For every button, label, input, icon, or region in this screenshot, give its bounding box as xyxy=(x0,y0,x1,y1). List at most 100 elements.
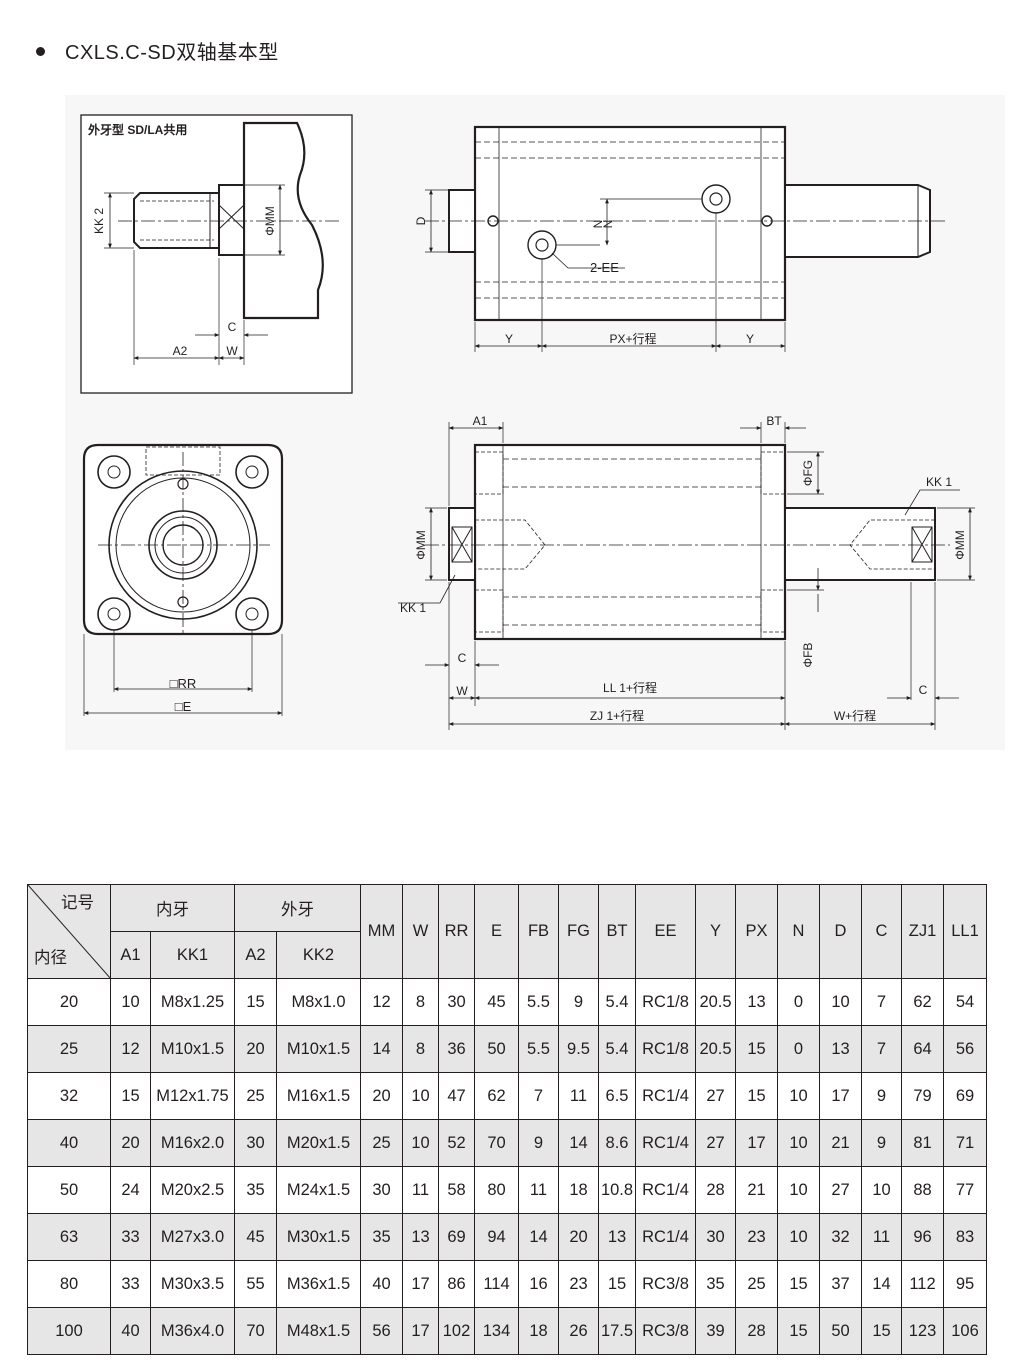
table-cell: 39 xyxy=(695,1307,736,1355)
col-header: ZJ1 xyxy=(901,884,944,979)
c-label-right: C xyxy=(919,683,928,697)
table-cell: 5.4 xyxy=(598,1025,636,1073)
table-cell: 10 xyxy=(402,1119,439,1167)
table-cell: RC1/4 xyxy=(635,1166,696,1214)
spec-table: 记号 内径 内牙 外牙 MM W RR E FB FG BT EE Y PX N… xyxy=(27,884,987,1355)
kk1-label-left: KK 1 xyxy=(400,601,426,615)
table-cell: 10 xyxy=(402,1072,439,1120)
top-view xyxy=(425,125,945,352)
fb-label: ΦFB xyxy=(801,643,815,668)
inset-caption: 外牙型 SD/LA共用 xyxy=(88,122,187,137)
px-label: PX+行程 xyxy=(609,331,656,346)
table-cell: 81 xyxy=(901,1119,944,1167)
corner-header: 记号 内径 xyxy=(27,884,111,979)
table-cell: M10x1.5 xyxy=(276,1025,361,1073)
table-cell: 28 xyxy=(695,1166,736,1214)
table-cell: 15 xyxy=(110,1072,151,1120)
table-cell: 15 xyxy=(861,1307,902,1355)
rr-label: □RR xyxy=(170,676,197,691)
corner-bore-label: 内径 xyxy=(34,949,67,967)
table-cell: RC1/4 xyxy=(635,1072,696,1120)
table-cell: 13 xyxy=(402,1213,439,1261)
sub-header: A2 xyxy=(234,931,277,979)
table-cell: 0 xyxy=(777,1025,820,1073)
table-cell: 13 xyxy=(735,978,778,1026)
table-cell: 10 xyxy=(110,978,151,1026)
table-cell: 23 xyxy=(558,1260,599,1308)
table-cell: 14 xyxy=(558,1119,599,1167)
table-cell: 33 xyxy=(110,1260,151,1308)
table-cell: M8x1.0 xyxy=(276,978,361,1026)
table-cell: 35 xyxy=(695,1260,736,1308)
table-cell: 20 xyxy=(360,1072,403,1120)
table-cell: 95 xyxy=(943,1260,987,1308)
mm-label-left: ΦMM xyxy=(414,530,428,560)
col-header: C xyxy=(861,884,902,979)
zj1-label: ZJ 1+行程 xyxy=(590,708,644,723)
bore-cell: 100 xyxy=(27,1307,111,1355)
table-cell: 58 xyxy=(438,1166,475,1214)
table-cell: 94 xyxy=(474,1213,519,1261)
sub-header: KK1 xyxy=(150,931,235,979)
table-cell: 25 xyxy=(735,1260,778,1308)
col-header: D xyxy=(819,884,862,979)
table-cell: 33 xyxy=(110,1213,151,1261)
table-cell: 14 xyxy=(518,1213,559,1261)
table-cell: 13 xyxy=(819,1025,862,1073)
table-cell: 13 xyxy=(598,1213,636,1261)
table-cell: 9.5 xyxy=(558,1025,599,1073)
table-cell: 0 xyxy=(777,978,820,1026)
table-cell: 14 xyxy=(360,1025,403,1073)
table-cell: 83 xyxy=(943,1213,987,1261)
table-cell: 28 xyxy=(735,1307,778,1355)
table-cell: 64 xyxy=(901,1025,944,1073)
col-header: N xyxy=(777,884,820,979)
table-cell: RC1/4 xyxy=(635,1213,696,1261)
bore-cell: 50 xyxy=(27,1166,111,1214)
table-cell: 11 xyxy=(518,1166,559,1214)
table-cell: 102 xyxy=(438,1307,475,1355)
table-cell: 25 xyxy=(234,1072,277,1120)
table-cell: 96 xyxy=(901,1213,944,1261)
table-cell: 21 xyxy=(819,1119,862,1167)
table-cell: 15 xyxy=(735,1025,778,1073)
ll1-label: LL 1+行程 xyxy=(603,680,657,695)
table-cell: M30x3.5 xyxy=(150,1260,235,1308)
sub-header: KK2 xyxy=(276,931,361,979)
ee-label: 2-EE xyxy=(590,260,619,275)
table-cell: 20.5 xyxy=(695,1025,736,1073)
table-cell: RC1/4 xyxy=(635,1119,696,1167)
table-cell: 10 xyxy=(819,978,862,1026)
table-cell: M20x2.5 xyxy=(150,1166,235,1214)
table-cell: 45 xyxy=(234,1213,277,1261)
table-cell: M16x2.0 xyxy=(150,1119,235,1167)
table-cell: 7 xyxy=(518,1072,559,1120)
bore-cell: 20 xyxy=(27,978,111,1026)
table-cell: 9 xyxy=(558,978,599,1026)
n-label-right: N xyxy=(601,220,615,229)
table-cell: 5.4 xyxy=(598,978,636,1026)
table-cell: 27 xyxy=(695,1119,736,1167)
bore-cell: 80 xyxy=(27,1260,111,1308)
inner-thread-header: 内牙 xyxy=(110,884,235,932)
table-cell: 15 xyxy=(735,1072,778,1120)
table-cell: 56 xyxy=(943,1025,987,1073)
technical-drawing: 外牙型 SD/LA共用 KK 2 ΦMM C A2 W xyxy=(65,95,1005,750)
table-cell: 20.5 xyxy=(695,978,736,1026)
table-cell: M36x1.5 xyxy=(276,1260,361,1308)
table-cell: 10 xyxy=(861,1166,902,1214)
table-cell: 54 xyxy=(943,978,987,1026)
table-cell: 17 xyxy=(735,1119,778,1167)
table-cell: 30 xyxy=(360,1166,403,1214)
table-cell: 35 xyxy=(360,1213,403,1261)
table-cell: RC1/8 xyxy=(635,1025,696,1073)
table-cell: 5.5 xyxy=(518,978,559,1026)
table-cell: 32 xyxy=(819,1213,862,1261)
e-label: □E xyxy=(175,699,192,714)
table-cell: 11 xyxy=(861,1213,902,1261)
table-cell: 17 xyxy=(402,1260,439,1308)
table-cell: 18 xyxy=(518,1307,559,1355)
